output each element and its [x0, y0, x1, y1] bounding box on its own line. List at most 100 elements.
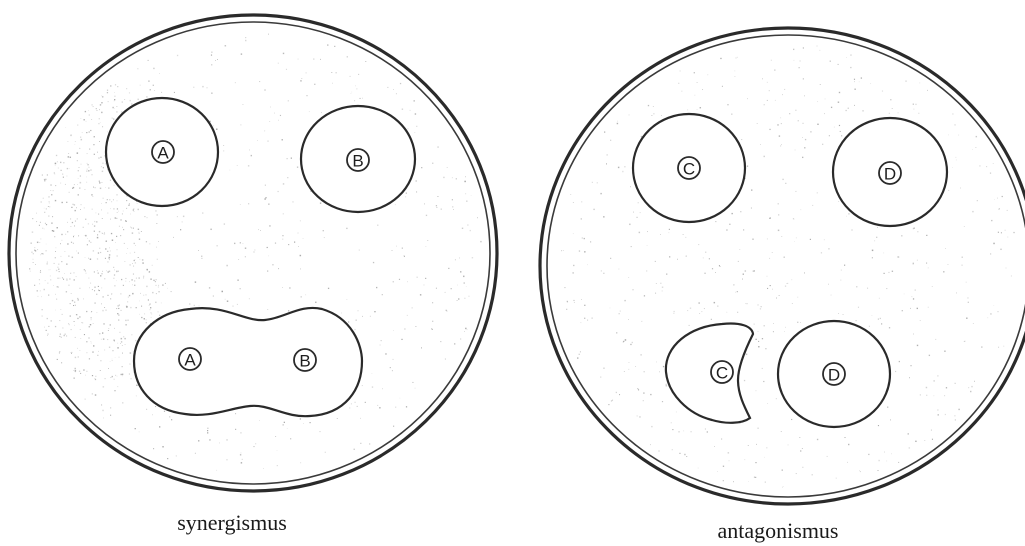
texture-speck — [156, 279, 157, 280]
texture-speck — [756, 339, 757, 340]
texture-speck — [946, 387, 947, 388]
texture-speck — [108, 368, 109, 369]
texture-speck — [104, 232, 105, 233]
texture-speck — [60, 309, 61, 310]
texture-speck — [108, 328, 109, 329]
texture-speck — [958, 135, 959, 136]
texture-speck — [97, 312, 98, 313]
texture-speck — [126, 324, 127, 325]
texture-speck — [913, 104, 914, 105]
texture-speck — [407, 315, 408, 316]
texture-speck — [116, 271, 117, 272]
texture-speck — [48, 295, 49, 296]
texture-speck — [75, 368, 76, 369]
texture-speck — [71, 353, 72, 354]
texture-speck — [628, 277, 629, 278]
texture-speck — [213, 125, 214, 126]
texture-speck — [765, 482, 766, 483]
texture-speck — [104, 278, 105, 279]
texture-speck — [395, 407, 396, 408]
texture-speck — [620, 311, 621, 312]
texture-speck — [92, 351, 93, 352]
texture-speck — [948, 190, 949, 191]
texture-speck — [68, 153, 69, 154]
texture-speck — [46, 250, 47, 251]
texture-speck — [283, 183, 284, 184]
texture-speck — [432, 163, 433, 164]
texture-speck — [171, 419, 172, 420]
texture-speck — [966, 318, 967, 319]
texture-speck — [702, 311, 703, 312]
texture-speck — [637, 415, 638, 416]
texture-speck — [86, 177, 87, 178]
texture-speck — [697, 109, 698, 110]
texture-speck — [943, 271, 944, 272]
texture-speck — [50, 270, 51, 271]
texture-speck — [155, 281, 156, 282]
texture-speck — [195, 281, 196, 282]
texture-speck — [362, 385, 363, 386]
texture-speck — [593, 209, 594, 210]
texture-speck — [878, 425, 879, 426]
texture-speck — [357, 406, 358, 407]
texture-speck — [84, 119, 85, 120]
texture-speck — [103, 338, 104, 339]
texture-speck — [215, 60, 216, 61]
texture-speck — [666, 274, 667, 275]
texture-speck — [136, 396, 137, 397]
texture-speck — [69, 325, 70, 326]
texture-speck — [1002, 196, 1003, 197]
texture-speck — [284, 422, 285, 423]
texture-speck — [898, 113, 899, 114]
texture-speck — [107, 251, 108, 252]
texture-speck — [687, 110, 688, 111]
texture-speck — [137, 68, 138, 69]
texture-speck — [67, 176, 68, 177]
texture-speck — [639, 232, 640, 233]
texture-speck — [117, 313, 118, 314]
texture-speck — [878, 319, 879, 320]
texture-speck — [77, 125, 78, 126]
texture-speck — [412, 308, 413, 309]
texture-speck — [264, 198, 265, 199]
texture-speck — [402, 248, 403, 249]
texture-speck — [240, 288, 241, 289]
texture-speck — [300, 255, 301, 256]
texture-speck — [676, 412, 677, 413]
texture-speck — [416, 180, 417, 181]
texture-speck — [37, 249, 38, 250]
texture-speck — [746, 354, 747, 355]
texture-speck — [263, 468, 264, 469]
texture-speck — [146, 409, 147, 410]
texture-speck — [61, 234, 62, 235]
texture-speck — [46, 263, 47, 264]
texture-speck — [111, 201, 112, 202]
texture-speck — [90, 259, 91, 260]
texture-speck — [406, 406, 407, 407]
texture-speck — [152, 414, 153, 415]
texture-speck — [112, 240, 113, 241]
texture-speck — [86, 341, 87, 342]
texture-speck — [876, 237, 877, 238]
texture-speck — [785, 327, 786, 328]
texture-speck — [577, 357, 578, 358]
texture-speck — [55, 185, 56, 186]
texture-speck — [297, 167, 298, 168]
texture-speck — [77, 318, 78, 319]
texture-speck — [148, 81, 149, 82]
texture-speck — [662, 291, 663, 292]
texture-speck — [737, 57, 738, 58]
texture-speck — [91, 104, 92, 105]
texture-speck — [381, 340, 382, 341]
texture-speck — [142, 259, 144, 261]
texture-speck — [122, 213, 123, 214]
texture-speck — [884, 273, 885, 274]
texture-speck — [758, 428, 759, 429]
texture-speck — [134, 252, 135, 253]
texture-speck — [796, 238, 797, 239]
texture-speck — [85, 189, 86, 190]
texture-speck — [43, 253, 44, 254]
texture-speck — [259, 420, 260, 421]
texture-speck — [104, 350, 105, 351]
texture-speck — [460, 338, 461, 339]
